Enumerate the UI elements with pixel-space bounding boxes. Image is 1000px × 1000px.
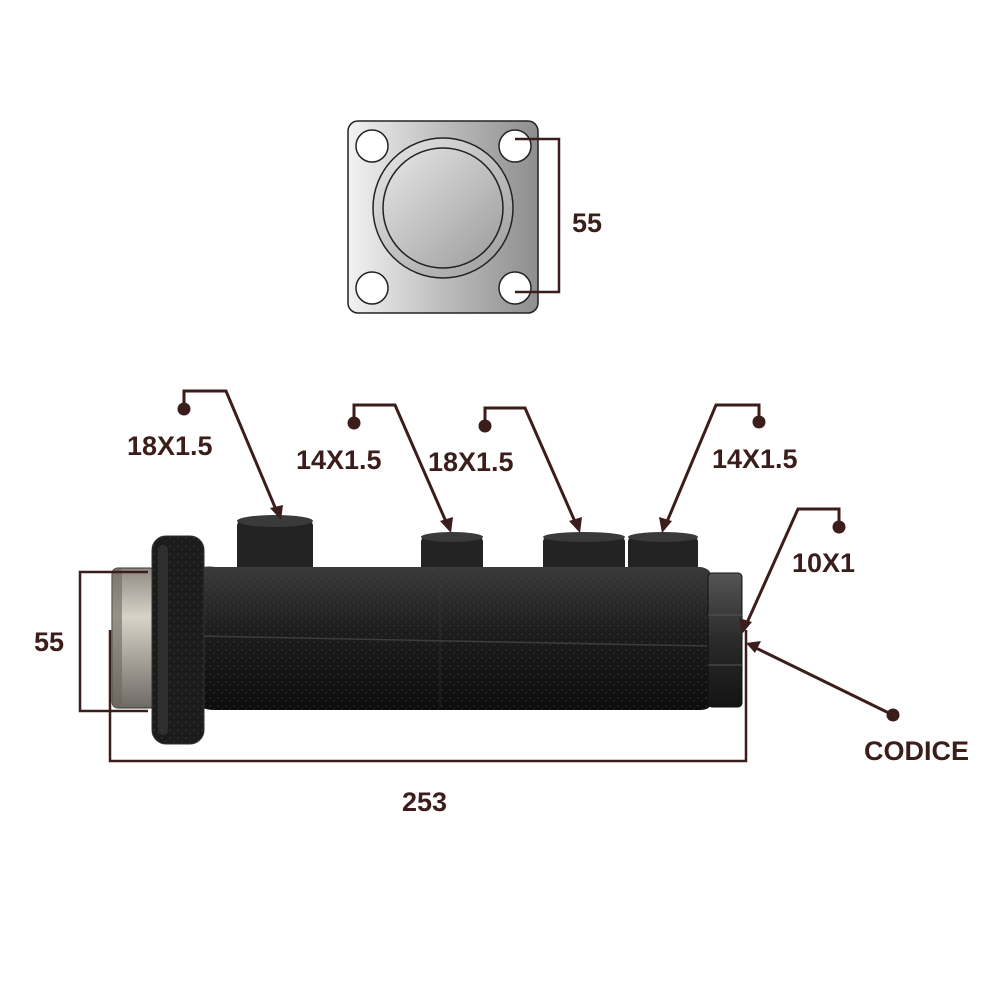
length-dimension-label: 253: [402, 787, 447, 817]
port-leader-5: 10X1: [739, 507, 855, 634]
flange-dimension-label: 55: [572, 208, 602, 238]
port-leader-4: 14X1.5: [659, 403, 798, 533]
port-leader-1: 18X1.5: [127, 389, 283, 520]
port-leader-2: 14X1.5: [296, 403, 453, 533]
port-leader-3: 18X1.5: [428, 406, 582, 533]
end-plug-nut: [707, 572, 743, 708]
flange-bore: [382, 147, 504, 269]
code-leader: CODICE: [746, 641, 969, 766]
mounting-hole: [355, 271, 389, 305]
mounting-hole: [498, 271, 532, 305]
port-boss-1: [237, 520, 313, 582]
mounting-hole: [498, 129, 532, 163]
height-dimension-bracket: [78, 570, 148, 713]
flange-view: 55: [347, 120, 602, 314]
length-dimension-bracket: [108, 630, 748, 763]
port-label-2: 14X1.5: [296, 445, 382, 475]
code-label: CODICE: [864, 736, 969, 766]
flange-dimension-bracket: [515, 137, 561, 294]
port-label-1: 18X1.5: [127, 431, 213, 461]
mounting-hole: [355, 129, 389, 163]
port-label-3: 18X1.5: [428, 447, 514, 477]
side-view: 55 253 18X1.5 14X1.5 18X1.5 14X1.5: [34, 389, 969, 817]
port-label-5: 10X1: [792, 548, 855, 578]
height-dimension-label: 55: [34, 627, 64, 657]
port-label-4: 14X1.5: [712, 444, 798, 474]
